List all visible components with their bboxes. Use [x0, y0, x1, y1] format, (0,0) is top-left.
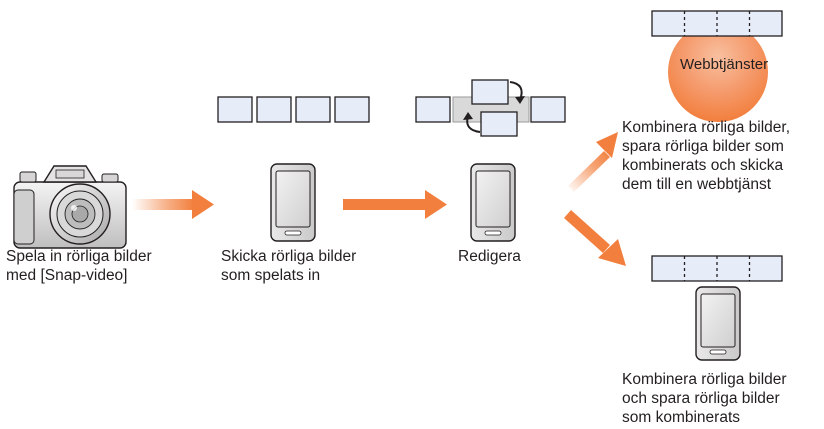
- caption-save: Kombinera rörliga bilder och spara rörli…: [622, 371, 787, 426]
- clip-frames-send: [217, 96, 370, 123]
- smartphone-icon-edit: [470, 163, 516, 242]
- camera-icon: [13, 165, 127, 249]
- arrow-to-save: [564, 210, 626, 266]
- arrow-to-edit: [343, 190, 447, 219]
- arrow-to-send: [132, 190, 214, 219]
- caption-web: Kombinera rörliga bilder, spara rörliga …: [622, 119, 791, 193]
- smartphone-icon-send: [270, 163, 316, 242]
- smartphone-icon-save: [695, 286, 741, 361]
- combined-clip-strip: [651, 255, 783, 282]
- arrow-to-web: [568, 132, 618, 192]
- clip-frames-edit: [415, 79, 566, 137]
- web-service-label: Webbtjänster: [680, 56, 769, 73]
- caption-edit: Redigera: [458, 248, 521, 265]
- caption-record: Spela in rörliga bilder med [Snap-video]: [6, 248, 152, 284]
- caption-send: Skicka rörliga bilder som spelats in: [221, 248, 357, 284]
- web-service-graphic: [651, 10, 783, 122]
